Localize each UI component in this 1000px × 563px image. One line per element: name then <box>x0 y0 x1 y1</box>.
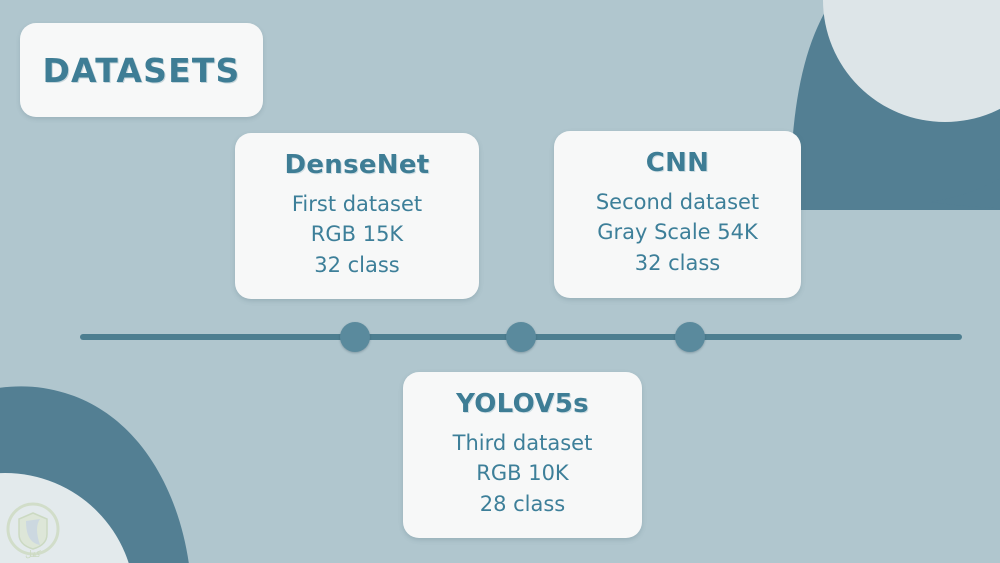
card-line-order: First dataset <box>291 192 423 216</box>
page-title-chip: DATASETS <box>20 23 263 117</box>
card-title-densenet: DenseNet <box>284 150 430 180</box>
timeline-dot-yolo[interactable] <box>675 322 705 352</box>
card-title-yolov5s: YOLOV5s <box>456 389 589 419</box>
card-line-format: RGB 15K <box>310 222 404 247</box>
timeline-dot-densenet[interactable] <box>340 322 370 352</box>
shield-logo-watermark-icon: كفل <box>6 502 60 560</box>
svg-text:كفل: كفل <box>25 550 41 560</box>
card-title-cnn: CNN <box>645 148 710 178</box>
card-line-format: Gray Scale 54K <box>597 220 758 245</box>
card-line-order: Second dataset <box>595 190 760 214</box>
dataset-card-yolov5s[interactable]: YOLOV5s Third dataset RGB 10K 28 class <box>403 372 642 538</box>
card-line-classes: 32 class <box>634 250 721 275</box>
dataset-card-densenet[interactable]: DenseNet First dataset RGB 15K 32 class <box>235 133 479 299</box>
card-line-classes: 32 class <box>314 252 400 277</box>
card-line-order: Third dataset <box>452 431 593 455</box>
card-body-cnn: Second dataset Gray Scale 54K 32 class <box>596 187 759 278</box>
card-body-yolov5s: Third dataset RGB 10K 28 class <box>453 428 593 519</box>
card-body-densenet: First dataset RGB 15K 32 class <box>292 189 422 280</box>
dataset-card-cnn[interactable]: CNN Second dataset Gray Scale 54K 32 cla… <box>554 131 801 298</box>
timeline-dot-cnn[interactable] <box>506 322 536 352</box>
page-title: DATASETS <box>42 50 241 90</box>
card-line-format: RGB 10K <box>476 461 569 486</box>
card-line-classes: 28 class <box>479 491 566 516</box>
